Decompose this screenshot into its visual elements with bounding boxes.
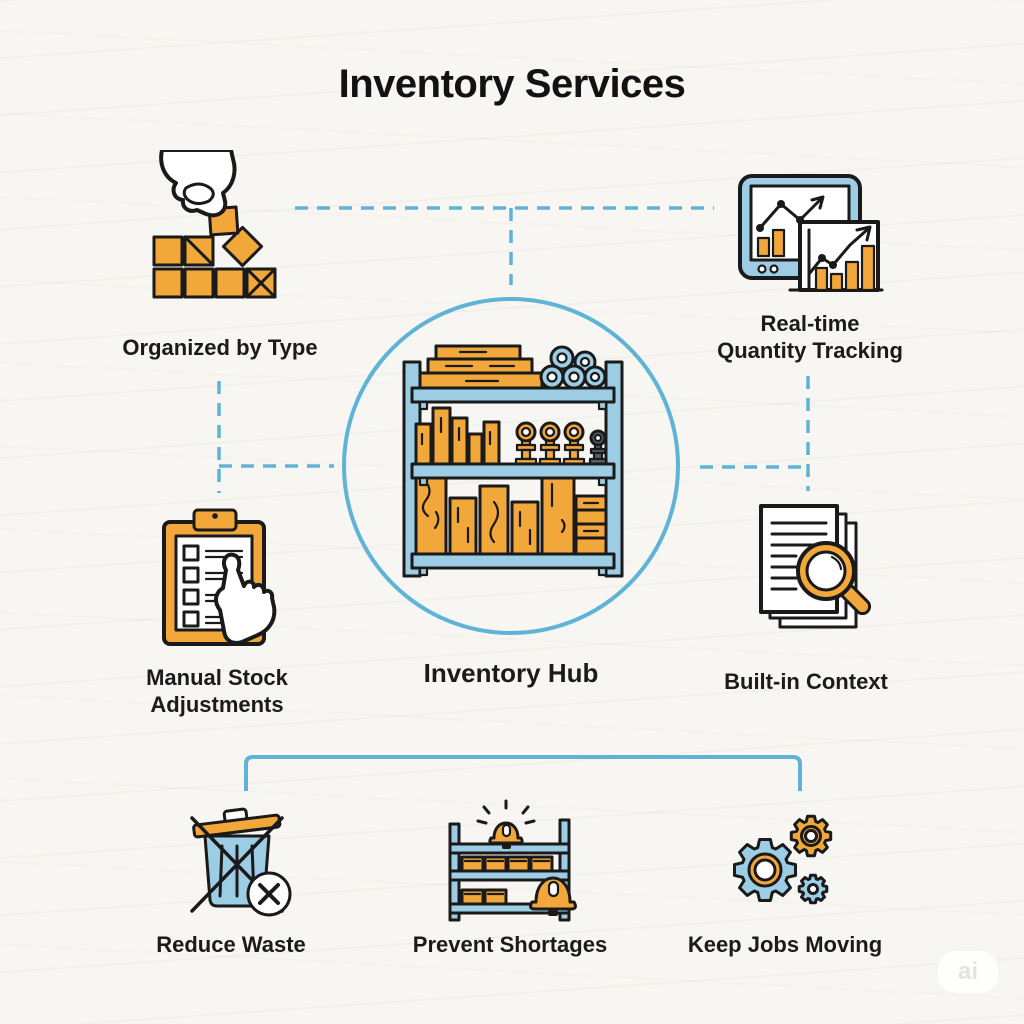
- node-label-shortages: Prevent Shortages: [412, 932, 608, 957]
- node-label-manual: Manual Stock Adjustments: [146, 665, 288, 717]
- alarm-bell-big: [529, 876, 577, 916]
- clipboard-clip: [192, 508, 238, 532]
- block-diagonal: [183, 235, 215, 267]
- pointing-hand-icon: [214, 552, 277, 645]
- hub-label: Inventory Hub: [423, 658, 599, 688]
- bottom-bracket-line: [244, 755, 802, 791]
- watermark-text: ai: [957, 958, 978, 985]
- no-trash-icon: [190, 807, 292, 917]
- gear-small: [799, 875, 827, 903]
- pipes: [539, 345, 607, 390]
- bolts: [514, 421, 608, 466]
- clipboard-checklist-icon: [162, 508, 277, 646]
- node-label-context: Built-in Context: [724, 669, 888, 694]
- shelf-alert-bells-icon: [448, 799, 577, 922]
- gear-orange: [791, 816, 830, 855]
- node-label-organized: Organized by Type: [122, 335, 318, 360]
- gear-large: [734, 839, 795, 900]
- documents-magnifier-icon: [759, 504, 872, 629]
- lumber: [414, 466, 608, 556]
- trash-lid: [192, 807, 282, 839]
- magnifier-icon: [796, 541, 872, 616]
- chart-card: [788, 220, 884, 292]
- block-x: [245, 267, 277, 299]
- node-label-jobs: Keep Jobs Moving: [687, 932, 883, 957]
- node-label-waste: Reduce Waste: [156, 932, 306, 957]
- plank-stack: [418, 344, 544, 390]
- block-diamond: [221, 225, 264, 268]
- hand-sorting-blocks-icon: [152, 150, 277, 299]
- inventory-shelf-icon: [402, 344, 624, 578]
- alarm-bell-top: [476, 799, 536, 849]
- hub-circle: [342, 297, 680, 635]
- hand-icon: [159, 150, 237, 218]
- boards: [414, 406, 501, 466]
- gears-icon: [733, 803, 845, 915]
- ai-watermark-badge: ai: [938, 951, 998, 993]
- document-lines: [770, 521, 828, 591]
- node-label-tracking: Real-time Quantity Tracking: [717, 311, 903, 363]
- cancel-badge: [246, 871, 292, 917]
- tablet-charts-icon: [738, 174, 884, 292]
- page-title: Inventory Services: [338, 62, 686, 106]
